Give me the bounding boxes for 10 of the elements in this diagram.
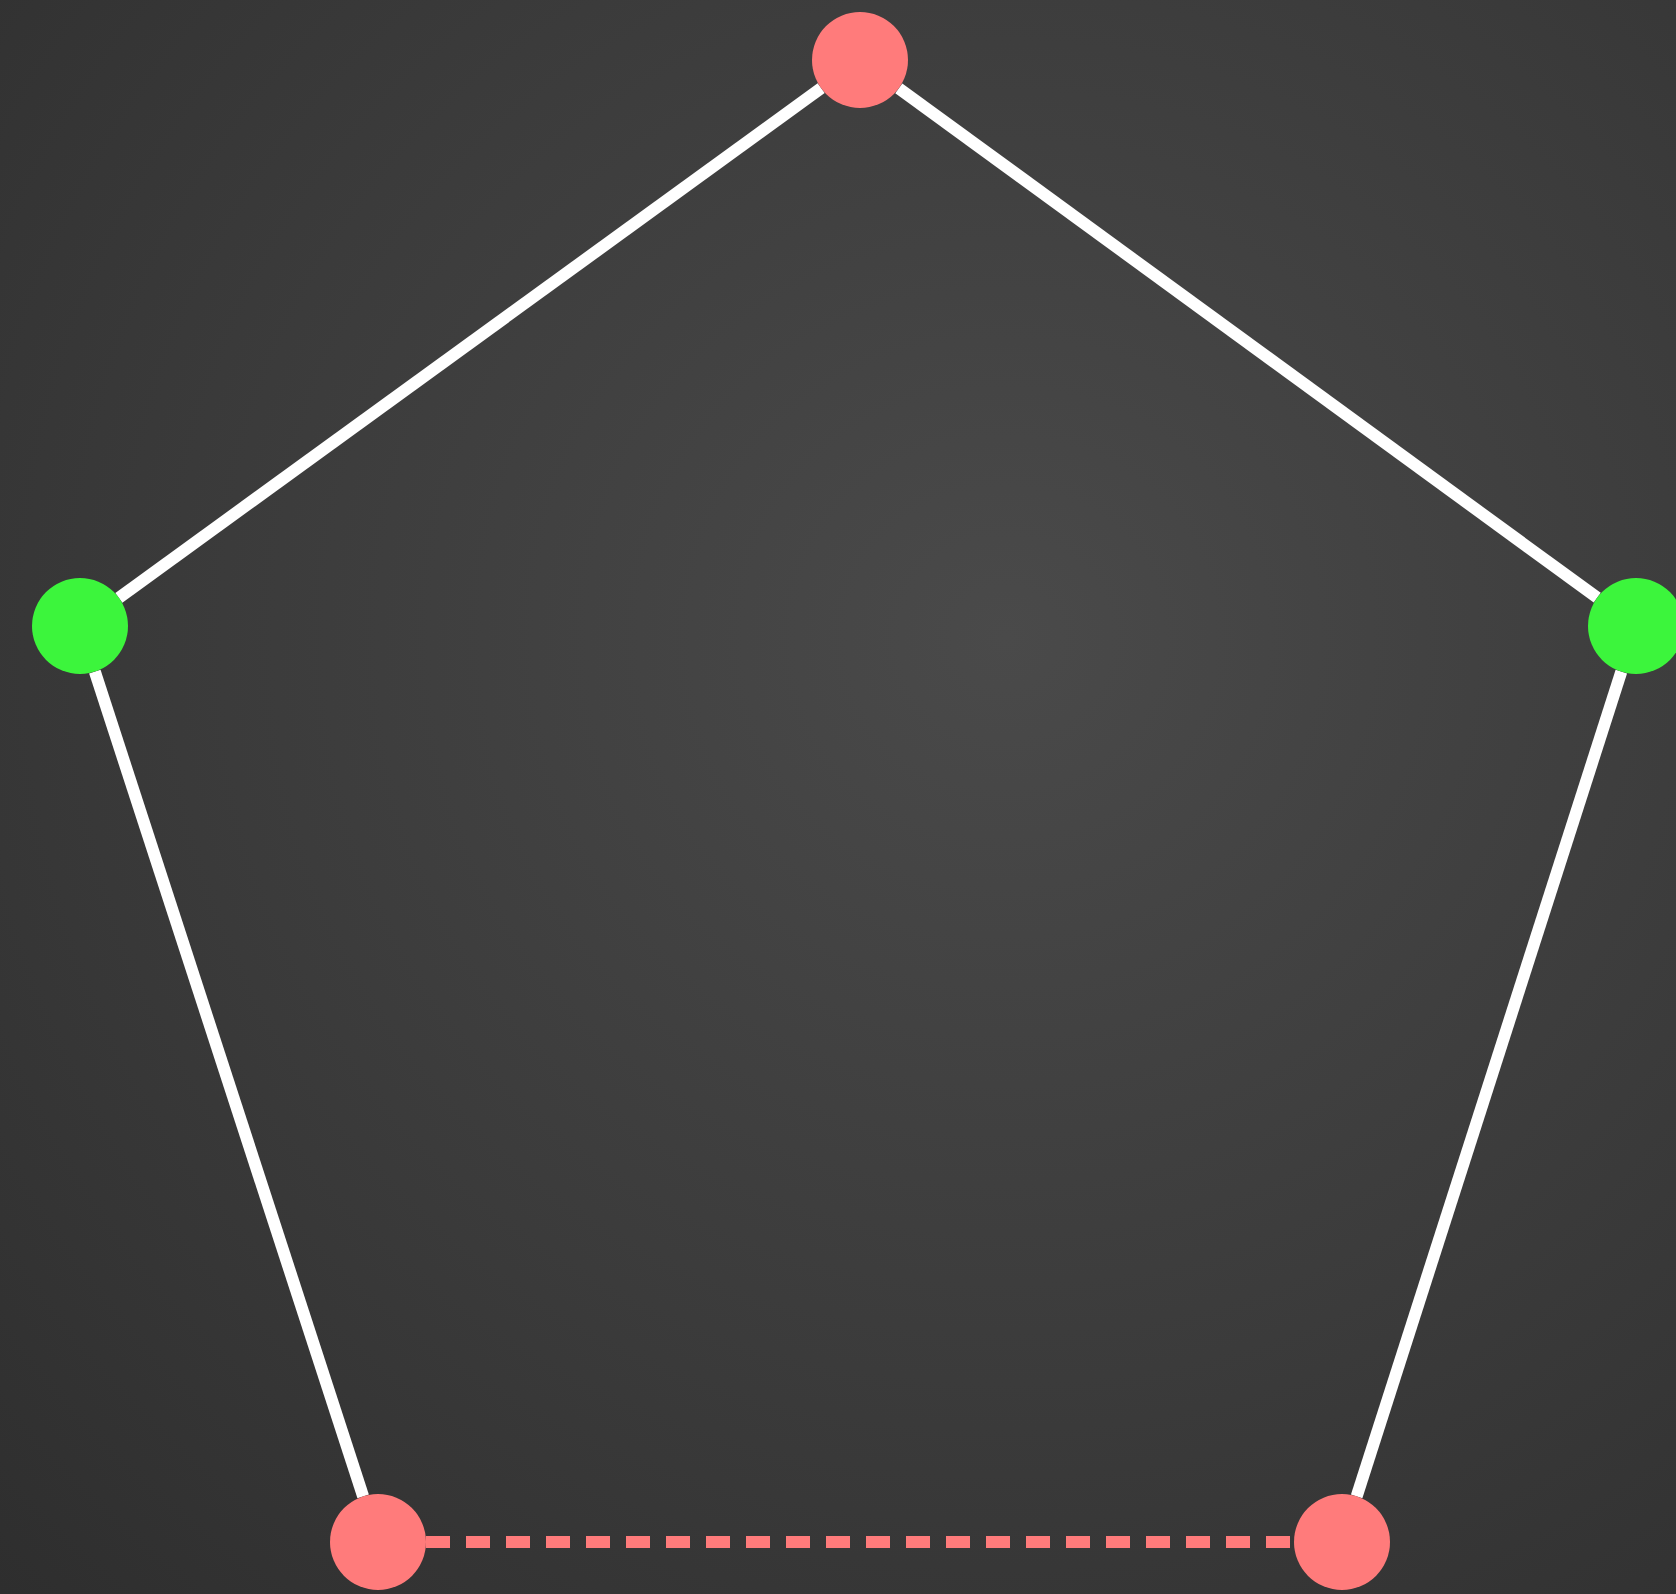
vertex-dot [1294,1494,1390,1590]
connector-line [89,669,369,1499]
connector-line [1350,669,1628,1499]
vertex-dot [330,1494,426,1590]
connector-line [115,83,825,603]
vertex-dot [32,578,128,674]
connector-line [895,83,1601,603]
dashed-line [426,1536,1294,1548]
vertex-dot [812,12,908,108]
vertex-dot [1588,578,1676,674]
